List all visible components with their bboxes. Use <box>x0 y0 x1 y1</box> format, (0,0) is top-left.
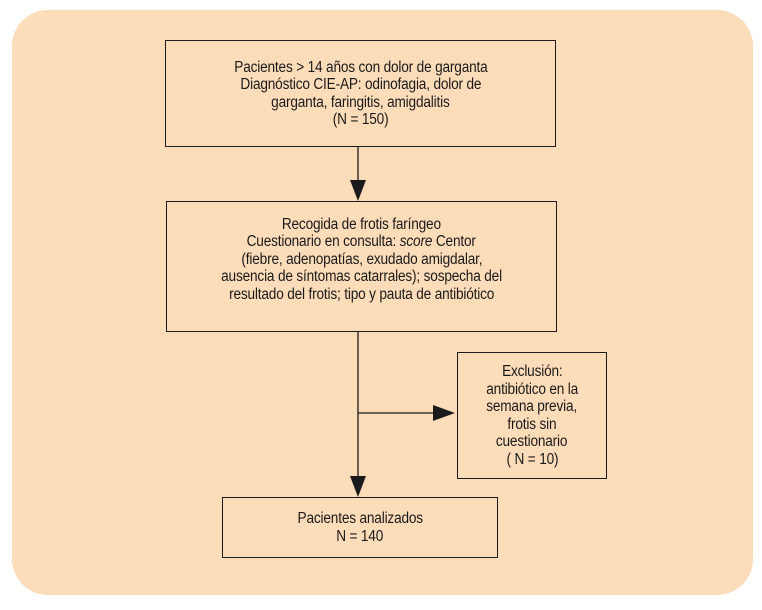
box-text: ( N = 10) <box>506 450 558 468</box>
box-text: (fiebre, adenopatías, exudado amigdalar, <box>241 250 482 268</box>
arrow-down-head <box>350 476 366 497</box>
box-text: semana previa, <box>486 398 578 415</box>
box-text-italic: score <box>400 233 433 251</box>
collection-box: Recogida de frotis faríngeo Cuestionario… <box>166 201 557 332</box>
box-text: (N = 150) <box>332 111 389 128</box>
box-text: Pacientes > 14 años con dolor de gargant… <box>233 58 488 76</box>
box-text: frotis sin <box>507 415 557 433</box>
box-text: N = 140 <box>336 527 384 545</box>
arrow-down-head <box>350 180 366 201</box>
box-text: resultado del frotis; tipo y pauta de an… <box>228 285 495 303</box>
box-text: antibiótico en la <box>486 380 578 398</box>
box-text: garganta, faringitis, amigdalitis <box>271 93 450 111</box>
box-text: Pacientes analizados <box>297 510 423 527</box>
exclusion-box: Exclusión: antibiótico en la semana prev… <box>457 352 607 479</box>
box-text-line: Cuestionario en consulta: score Centor <box>247 233 476 251</box>
box-text: Diagnóstico CIE-AP: odinofagia, dolor de <box>240 76 481 93</box>
box-text: ausencia de síntomas catarrales); sospec… <box>221 268 502 286</box>
analyzed-box: Pacientes analizados N = 140 <box>222 497 498 558</box>
arrow-right-head <box>433 405 455 421</box>
box-text: Centor <box>432 233 477 251</box>
box-text: Cuestionario en consulta: <box>246 233 401 251</box>
box-text: Recogida de frotis faríngeo <box>281 215 442 233</box>
box-text: cuestionario <box>496 433 568 450</box>
box-text: Exclusión: <box>501 363 563 380</box>
inclusion-box: Pacientes > 14 años con dolor de gargant… <box>165 40 556 147</box>
